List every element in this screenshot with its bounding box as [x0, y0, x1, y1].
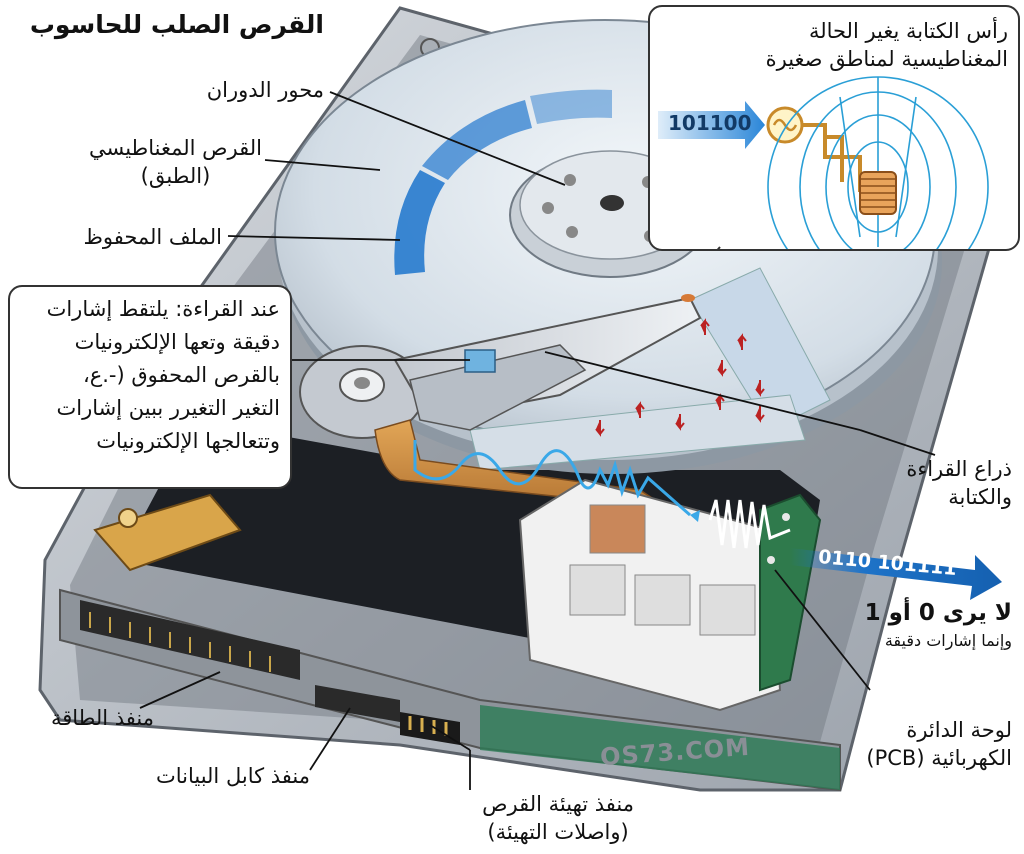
saved-file-track [394, 89, 612, 275]
read-head-callout: عند القراءة: يلتقط إشارات دقيقة وتعها ال… [8, 285, 292, 489]
read-callout-line4: التغير التغيرر ببين إشارات [56, 396, 281, 420]
read-signal-wave [413, 440, 691, 517]
write-callout-text: رأس الكتابة يغير الحالة المغناطيسية لمنا… [668, 17, 1008, 73]
amplified-signal-wave [708, 499, 791, 549]
data-port-label: منفذ كابل البيانات [155, 764, 310, 788]
write-head-callout: 101100 رأس الكتابة يغير الحالة المغناطيس… [648, 5, 1020, 251]
platter-label: القرص المغناطيسي (الطبق) [89, 134, 262, 190]
spindle-label: محور الدوران [206, 78, 324, 102]
pcb-label: لوحة الدائرة الكهربائية (PCB) [866, 716, 1012, 772]
jumper-port-line1: منفذ تهيئة القرص [482, 792, 634, 816]
leader-lines [139, 91, 936, 790]
motor-terminal [93, 493, 242, 572]
pcb-label-line1: لوحة الدائرة [906, 718, 1012, 742]
jumper-port-label: منفذ تهيئة القرص (واصلات التهيئة) [482, 790, 634, 846]
write-input-bits: 101100 [668, 111, 752, 135]
read-callout-line1: عند القراءة: يلتقط إشارات [46, 297, 280, 321]
power-port-label: منفذ الطاقة [50, 706, 154, 730]
pcb-label-line2: الكهربائية (PCB) [866, 746, 1012, 770]
saved-file-label: الملف المحفوظ [83, 225, 222, 249]
sees-signals-label: لا يرى 0 أو 1 وإنما إشارات دقيقة [865, 598, 1012, 654]
sees-signals-line2: وإنما إشارات دقيقة [884, 631, 1012, 650]
bottom-ports [80, 600, 460, 745]
read-write-arm [299, 294, 702, 439]
arm-label: ذراع القراءة والكتابة [906, 455, 1012, 511]
read-callout-line5: وتتعالجها الإلكترونيات [96, 429, 280, 453]
arm-label-line1: ذراع القراءة [906, 457, 1012, 481]
pcb-board [759, 493, 822, 692]
page-title: القرص الصلب للحاسوب [29, 10, 324, 39]
output-data-arrow [790, 548, 1002, 600]
arm-label-line2: والكتابة [948, 485, 1012, 509]
platter-label-line1: القرص المغناطيسي [88, 136, 262, 160]
connector-block [518, 478, 782, 712]
write-callout-line1: رأس الكتابة يغير الحالة [808, 19, 1008, 43]
jumper-port-line2: (واصلات التهيئة) [487, 820, 629, 844]
read-callout-line3: بالقرص المحفوق (-.ع، [82, 363, 280, 387]
platter-label-line2: (الطبق) [140, 164, 211, 188]
read-callout-text: عند القراءة: يلتقط إشارات دقيقة وتعها ال… [16, 293, 280, 458]
write-callout-line2: المغناطيسية لمناطق صغيرة [765, 47, 1008, 71]
read-callout-line2: دقيقة وتعها الإلكترونيات [74, 330, 280, 354]
sees-signals-line1: لا يرى 0 أو 1 [864, 600, 1012, 626]
write-head-diagram [658, 76, 989, 249]
